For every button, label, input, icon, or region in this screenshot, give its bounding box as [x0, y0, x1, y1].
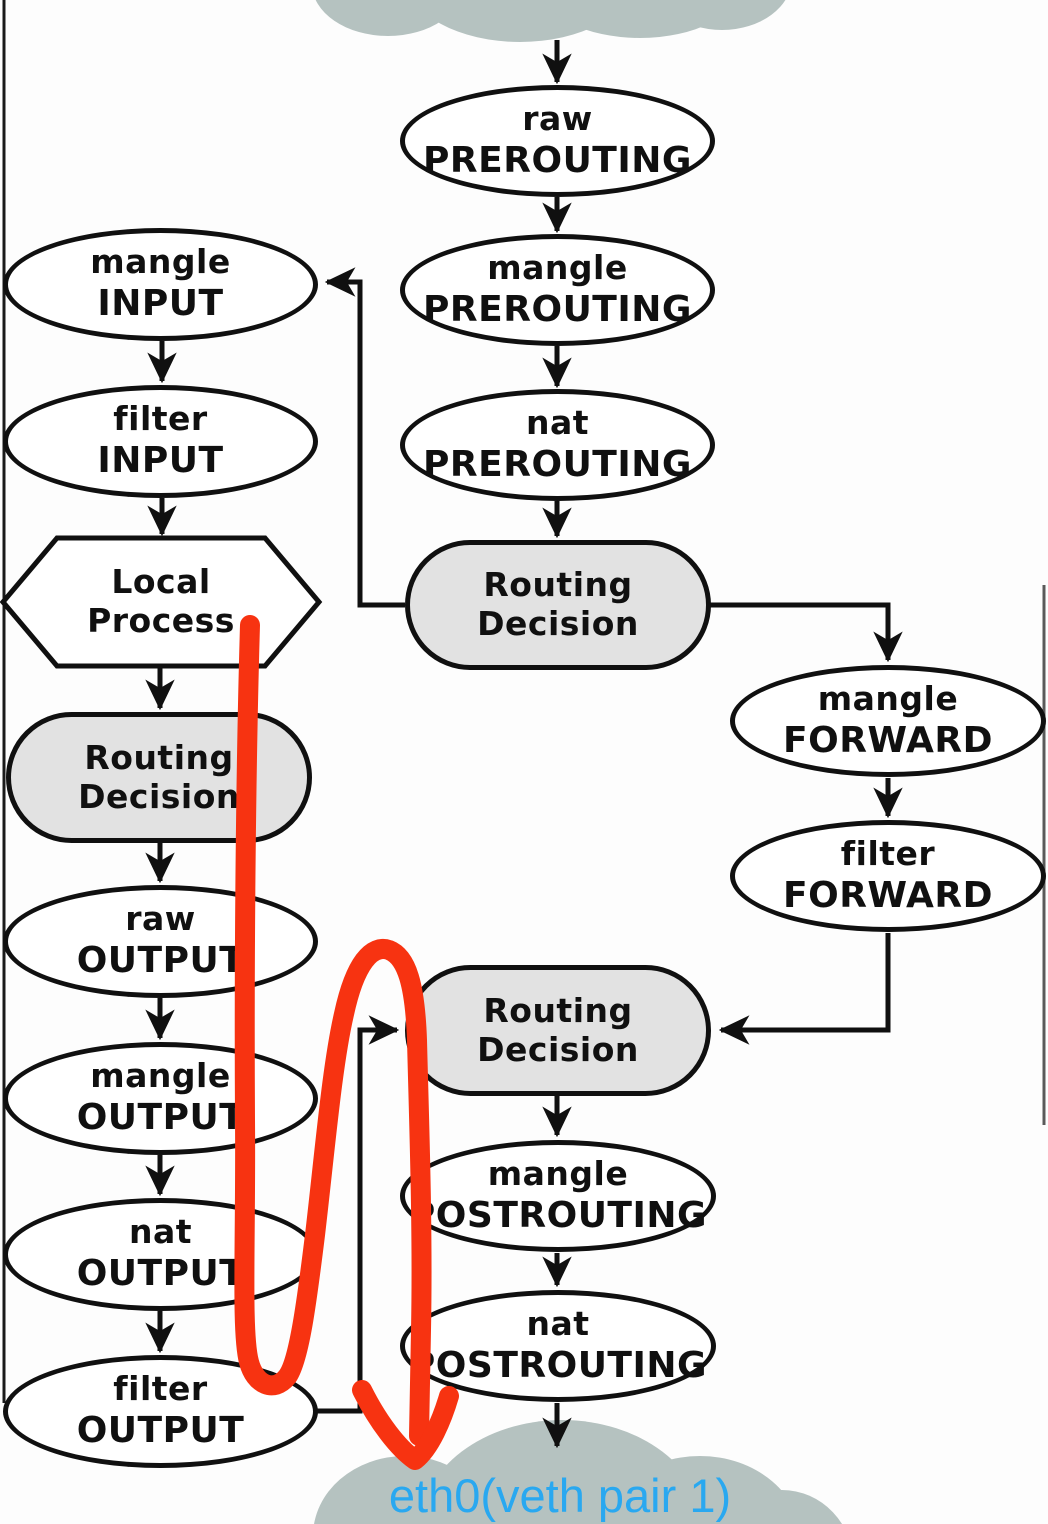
node-label: Routing — [483, 565, 633, 605]
node-mangle-postrouting: mangle POSTROUTING — [400, 1140, 716, 1252]
node-label: nat — [525, 402, 590, 442]
node-label: POSTROUTING — [408, 1194, 708, 1236]
node-label: Decision — [477, 1029, 639, 1069]
node-label: Local — [111, 562, 211, 602]
node-label: nat — [128, 1212, 193, 1252]
node-filter-forward: filter FORWARD — [730, 820, 1046, 932]
node-mangle-forward: mangle FORWARD — [730, 665, 1046, 777]
node-local-process: Local Process — [30, 538, 292, 666]
node-filter-input: filter INPUT — [3, 385, 318, 498]
node-label: PREROUTING — [423, 139, 692, 181]
node-label: Process — [87, 601, 235, 640]
node-mangle-input: mangle INPUT — [3, 228, 318, 341]
bottom-cloud-shape — [314, 1420, 842, 1524]
edge-filter-forward-to-routing3 — [718, 933, 891, 1045]
node-label: FORWARD — [783, 874, 993, 916]
node-routing-decision-center: Routing Decision — [405, 540, 711, 670]
edge-routing1-to-mangle-forward — [710, 602, 903, 663]
node-label: FORWARD — [783, 719, 993, 761]
node-label: mangle — [90, 1056, 231, 1096]
edge-routing1-to-mangle-input — [324, 267, 405, 608]
node-routing-decision-left: Routing Decision — [6, 712, 312, 843]
node-label: mangle — [487, 247, 628, 287]
node-label: Routing — [84, 737, 234, 777]
top-cloud-shape — [315, 0, 786, 42]
node-mangle-output: mangle OUTPUT — [3, 1042, 318, 1155]
node-label: filter — [113, 399, 208, 439]
node-label: filter — [840, 833, 936, 873]
node-label: Routing — [483, 990, 633, 1030]
node-label: mangle — [487, 1153, 629, 1193]
node-label: PREROUTING — [423, 288, 692, 330]
node-nat-postrouting: nat POSTROUTING — [400, 1290, 716, 1402]
node-label: mangle — [817, 678, 959, 718]
node-label: PREROUTING — [423, 443, 692, 485]
node-raw-prerouting: raw PREROUTING — [400, 85, 715, 197]
node-label: OUTPUT — [76, 1410, 245, 1452]
node-label: Decision — [78, 776, 240, 816]
node-nat-prerouting: nat PREROUTING — [400, 389, 715, 501]
node-nat-output: nat OUTPUT — [3, 1198, 318, 1311]
node-label: OUTPUT — [76, 940, 245, 982]
node-label: raw — [522, 98, 593, 138]
node-label: POSTROUTING — [408, 1344, 708, 1386]
interface-label: eth0(veth pair 1) — [388, 1469, 732, 1522]
node-mangle-prerouting: mangle PREROUTING — [400, 234, 715, 346]
node-label: INPUT — [97, 283, 224, 325]
node-label: OUTPUT — [76, 1097, 245, 1139]
node-raw-output: raw OUTPUT — [3, 885, 318, 998]
node-label: OUTPUT — [76, 1253, 245, 1295]
node-label: INPUT — [97, 440, 224, 482]
node-label: filter — [113, 1369, 208, 1409]
node-routing-decision-bottom: Routing Decision — [405, 965, 711, 1096]
node-label: Decision — [477, 604, 639, 643]
node-label: nat — [526, 1303, 590, 1343]
node-label: raw — [125, 899, 196, 939]
node-filter-output: filter OUTPUT — [3, 1355, 318, 1468]
edge-filter-output-to-routing3 — [315, 1015, 400, 1414]
node-label: mangle — [90, 242, 231, 282]
